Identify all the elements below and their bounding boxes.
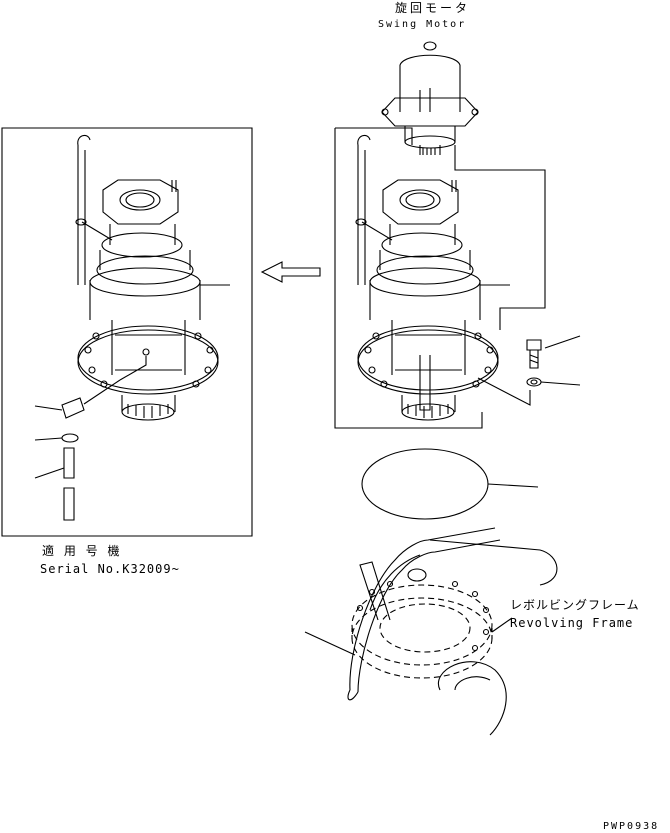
left-swing-machinery — [35, 135, 230, 520]
revolving-frame-en-label: Revolving Frame — [510, 616, 634, 630]
revolving-frame-jp-label: レボルビングフレーム — [510, 598, 640, 612]
direction-arrow — [262, 262, 320, 282]
right-swing-machinery — [356, 135, 530, 420]
swing-motor-en-label: Swing Motor — [378, 19, 467, 30]
swing-motor-part — [382, 42, 478, 155]
o-ring — [362, 449, 488, 519]
bolt-and-washer — [527, 336, 580, 386]
revolving-frame-part — [305, 528, 557, 735]
drawing-code: PWP0938 — [603, 821, 660, 832]
swing-motor-jp-label: 旋回モータ — [395, 1, 471, 15]
serial-number-label: Serial No.K32009~ — [40, 562, 180, 576]
applicable-jp-label: 適 用 号 機 — [42, 544, 123, 558]
right-detail-frame — [335, 128, 545, 428]
left-detail-frame — [2, 128, 252, 536]
